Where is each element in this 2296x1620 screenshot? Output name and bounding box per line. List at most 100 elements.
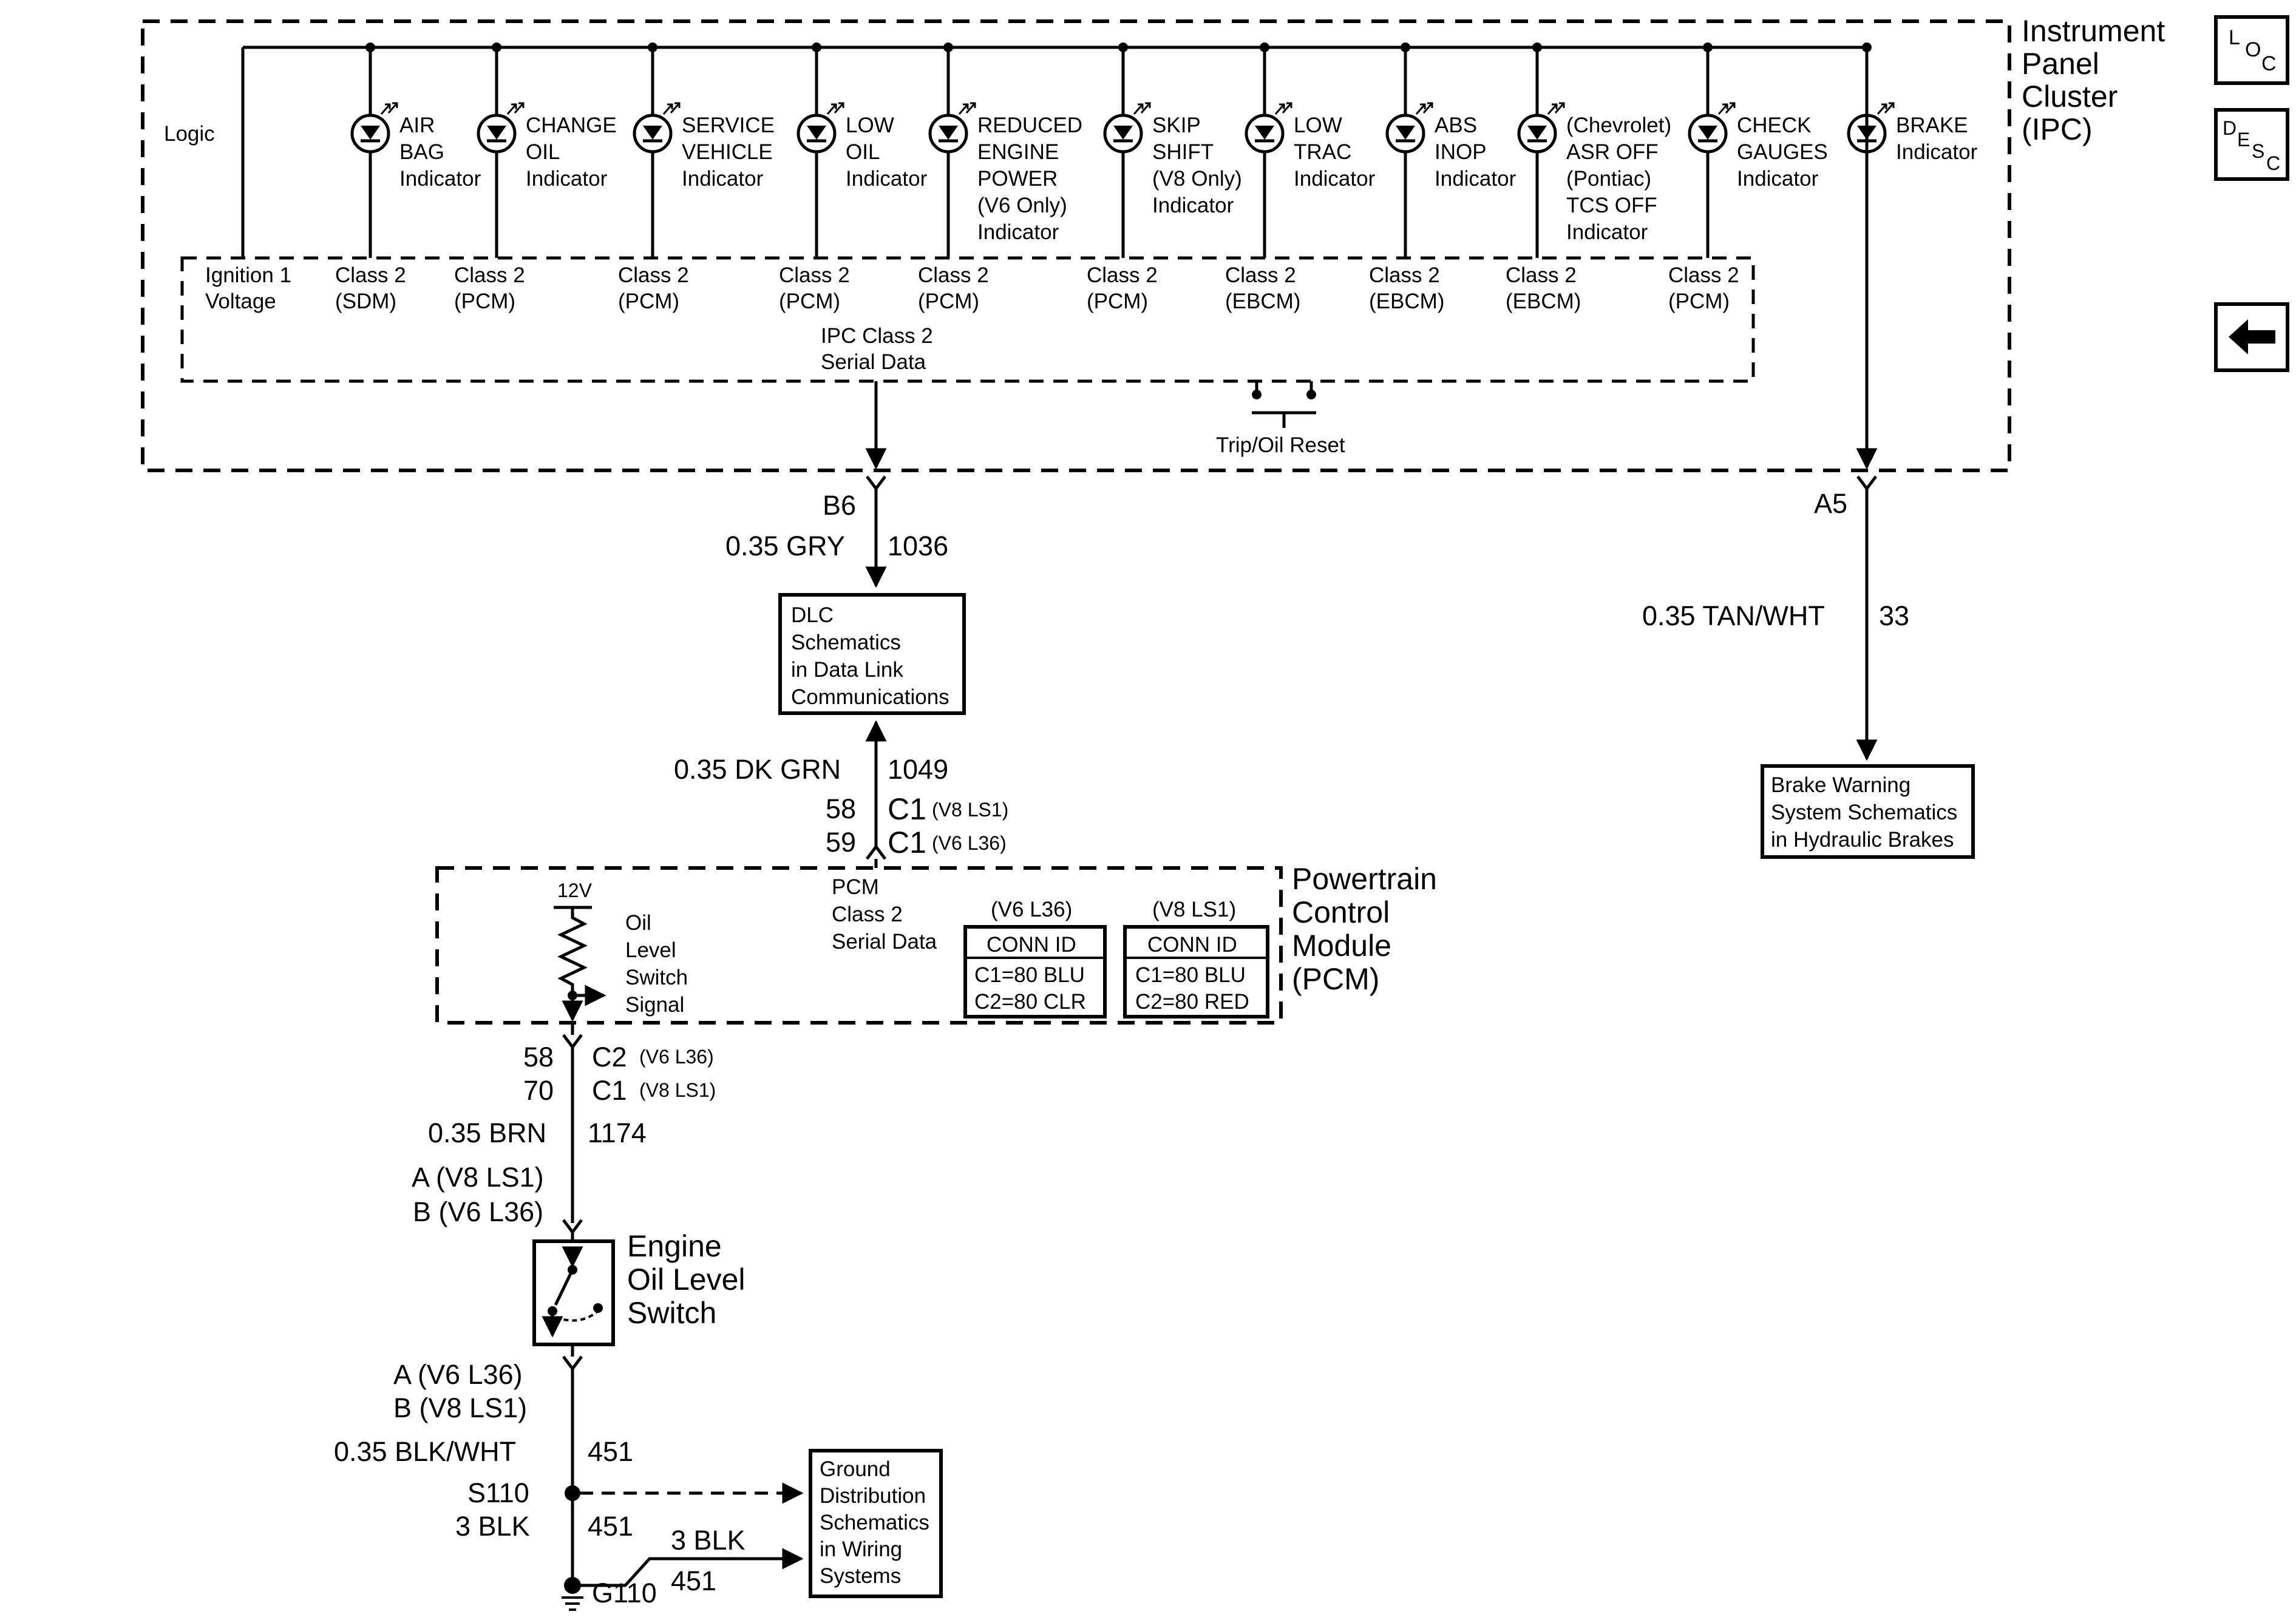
- indicator-label: AIR: [399, 114, 435, 137]
- dlc-line-2: Schematics: [791, 631, 901, 654]
- g110-label: G110: [592, 1578, 657, 1608]
- blkwht-color: 0.35 BLK/WHT: [334, 1436, 516, 1467]
- blk-circuit: 451: [588, 1511, 633, 1542]
- indicator-label: POWER: [977, 167, 1058, 191]
- pcm-outline: [435, 866, 1283, 1025]
- v8-conn-label: (V8 LS1): [1152, 898, 1236, 921]
- connector-b6: [866, 475, 886, 492]
- pin-58b: 58: [523, 1042, 554, 1073]
- a5-color: 0.35 TAN/WHT: [1642, 600, 1825, 631]
- ipc-logic-label: Logic: [164, 122, 215, 146]
- svg-text:S: S: [2252, 140, 2264, 162]
- v8-conn-header: CONN ID: [1147, 933, 1237, 957]
- sw-top-b: B (V6 L36): [413, 1196, 543, 1227]
- switch-title-2: Oil Level: [627, 1262, 746, 1296]
- v6-conn-table: [963, 925, 1107, 1018]
- svg-text:D: D: [2223, 117, 2237, 139]
- pcm-title-1: Powertrain: [1292, 862, 1437, 896]
- c1-v8-note: (V8 LS1): [932, 799, 1008, 821]
- ipc-title-2: Panel: [2022, 47, 2099, 81]
- v6-conn-row-2: C2=80 CLR: [974, 990, 1086, 1014]
- ground-line-1: Ground: [820, 1457, 891, 1481]
- pcm-12v: 12V: [557, 879, 593, 901]
- indicator-label: CHANGE: [526, 114, 617, 137]
- connector-c2: [562, 1034, 583, 1050]
- connector-c1: [866, 844, 886, 860]
- ground-line-5: Systems: [820, 1564, 901, 1588]
- oil-signal-2: Level: [625, 938, 676, 962]
- pcm-title-2: Control: [1292, 895, 1390, 929]
- indicator-class2-label: Class 2: [918, 263, 989, 287]
- indicator-class2-label: Class 2: [1506, 263, 1577, 287]
- indicator-class2-label: (EBCM): [1225, 290, 1300, 313]
- indicator-class2-label: (EBCM): [1506, 290, 1581, 313]
- indicator-class2-label: Class 2: [454, 263, 525, 287]
- indicator-label: REDUCED: [977, 114, 1082, 137]
- indicator-class2-label: (PCM): [779, 290, 840, 313]
- wire-3blk-2: [572, 1548, 804, 1587]
- indicator-label: INOP: [1435, 140, 1487, 164]
- svg-text:E: E: [2237, 129, 2250, 151]
- ipc-title-4: (IPC): [2022, 112, 2093, 146]
- brake-box[interactable]: [1761, 764, 1975, 859]
- dlc-line-3: in Data Link: [791, 658, 903, 682]
- indicator-label: SHIFT: [1152, 140, 1214, 164]
- indicator-class2-label: (PCM): [618, 290, 679, 313]
- dlc-box[interactable]: [778, 593, 966, 715]
- indicator-label: ENGINE: [977, 140, 1059, 164]
- indicator-label: TRAC: [1294, 140, 1351, 164]
- indicator-class2-label: (SDM): [335, 290, 396, 313]
- indicator-class2-label: (PCM): [1087, 290, 1148, 313]
- ground-line-4: in Wiring: [820, 1537, 902, 1561]
- blk2-circuit: 451: [671, 1565, 716, 1596]
- indicator-label: (Chevrolet): [1566, 114, 1671, 137]
- b6-label: B6: [823, 490, 856, 521]
- sw-bot-a: A (V6 L36): [393, 1359, 523, 1390]
- blkwht-circuit: 451: [588, 1436, 633, 1467]
- loc-button[interactable]: L O C: [2214, 15, 2289, 85]
- dlc-line-1: DLC: [791, 603, 834, 627]
- indicator-label: Indicator: [1435, 167, 1517, 191]
- ipc-indicator: (Chevrolet)ASR OFF(Pontiac)TCS OFFIndica…: [1506, 42, 1671, 313]
- back-button[interactable]: [2214, 302, 2289, 372]
- indicator-label: SKIP: [1152, 114, 1201, 137]
- a5-circuit: 33: [1879, 600, 1909, 631]
- switch-title-3: Switch: [627, 1296, 716, 1330]
- indicator-label: Indicator: [846, 167, 928, 191]
- pcm-serial-1: PCM: [832, 875, 879, 899]
- back-arrow-icon: [2229, 319, 2275, 354]
- indicator-class2-label: Class 2: [1668, 263, 1739, 287]
- desc-button[interactable]: D E S C: [2214, 108, 2289, 181]
- brake-line-2: System Schematics: [1771, 801, 1957, 824]
- svg-text:L: L: [2229, 26, 2240, 49]
- indicator-label: Indicator: [682, 167, 764, 191]
- c1-v6-note: (V6 L36): [932, 832, 1007, 854]
- sw-bot-b: B (V8 LS1): [393, 1392, 527, 1423]
- b6-color: 0.35 GRY: [725, 530, 845, 561]
- indicator-class2-label: Class 2: [335, 263, 406, 287]
- pin-70: 70: [523, 1075, 554, 1106]
- indicator-label: Indicator: [1294, 167, 1376, 191]
- sw-top-a: A (V8 LS1): [412, 1162, 544, 1193]
- c1-v8: C1: [888, 792, 926, 826]
- ipc-title-3: Cluster: [2022, 80, 2118, 114]
- svg-text:C: C: [2261, 52, 2277, 75]
- indicator-label: Indicator: [1152, 194, 1234, 217]
- ipc-serial-1: IPC Class 2: [821, 324, 933, 348]
- ground-box[interactable]: [809, 1449, 943, 1598]
- svg-text:O: O: [2245, 38, 2261, 61]
- indicator-label: ASR OFF: [1566, 140, 1659, 164]
- brake-line-1: Brake Warning: [1771, 773, 1911, 797]
- indicator-class2-label: Class 2: [1225, 263, 1296, 287]
- indicator-class2-label: (PCM): [918, 290, 979, 313]
- ground-line-2: Distribution: [820, 1484, 926, 1508]
- b6-circuit: 1036: [888, 530, 948, 561]
- svg-text:C: C: [2266, 152, 2280, 174]
